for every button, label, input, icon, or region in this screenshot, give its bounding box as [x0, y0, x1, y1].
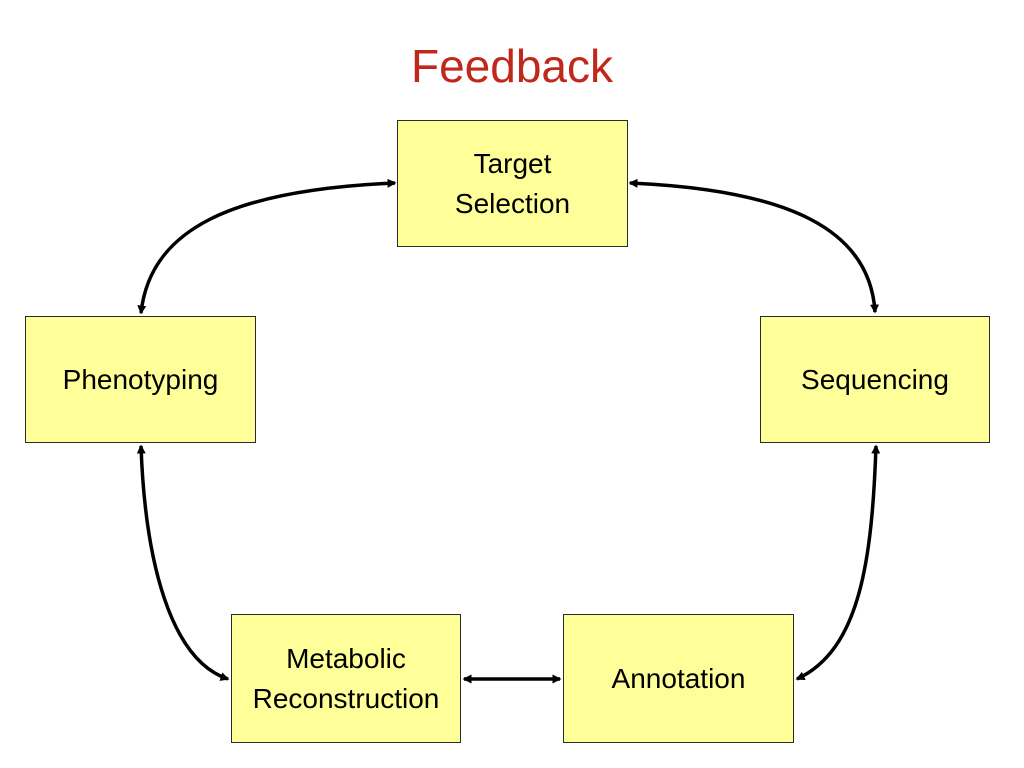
- edge-phenotyping-target: [137, 178, 397, 315]
- node-annotation: Annotation: [563, 614, 794, 743]
- node-target-selection-label: Target Selection: [454, 147, 571, 219]
- node-sequencing-label: Sequencing: [801, 363, 949, 395]
- edge-metabolic-phenotyping: [136, 444, 230, 681]
- diagram-title: Feedback: [410, 40, 613, 92]
- node-metabolic-reconstruction: Metabolic Reconstruction: [231, 614, 461, 743]
- edge-sequencing-annotation: [795, 444, 881, 681]
- node-metabolic-reconstruction-label: Metabolic Reconstruction: [252, 642, 440, 714]
- node-phenotyping: Phenotyping: [25, 316, 256, 443]
- edge-target-sequencing: [628, 178, 880, 314]
- node-sequencing: Sequencing: [760, 316, 990, 443]
- node-target-selection: Target Selection: [397, 120, 628, 247]
- node-annotation-label: Annotation: [611, 662, 746, 694]
- node-phenotyping-label: Phenotyping: [62, 363, 219, 395]
